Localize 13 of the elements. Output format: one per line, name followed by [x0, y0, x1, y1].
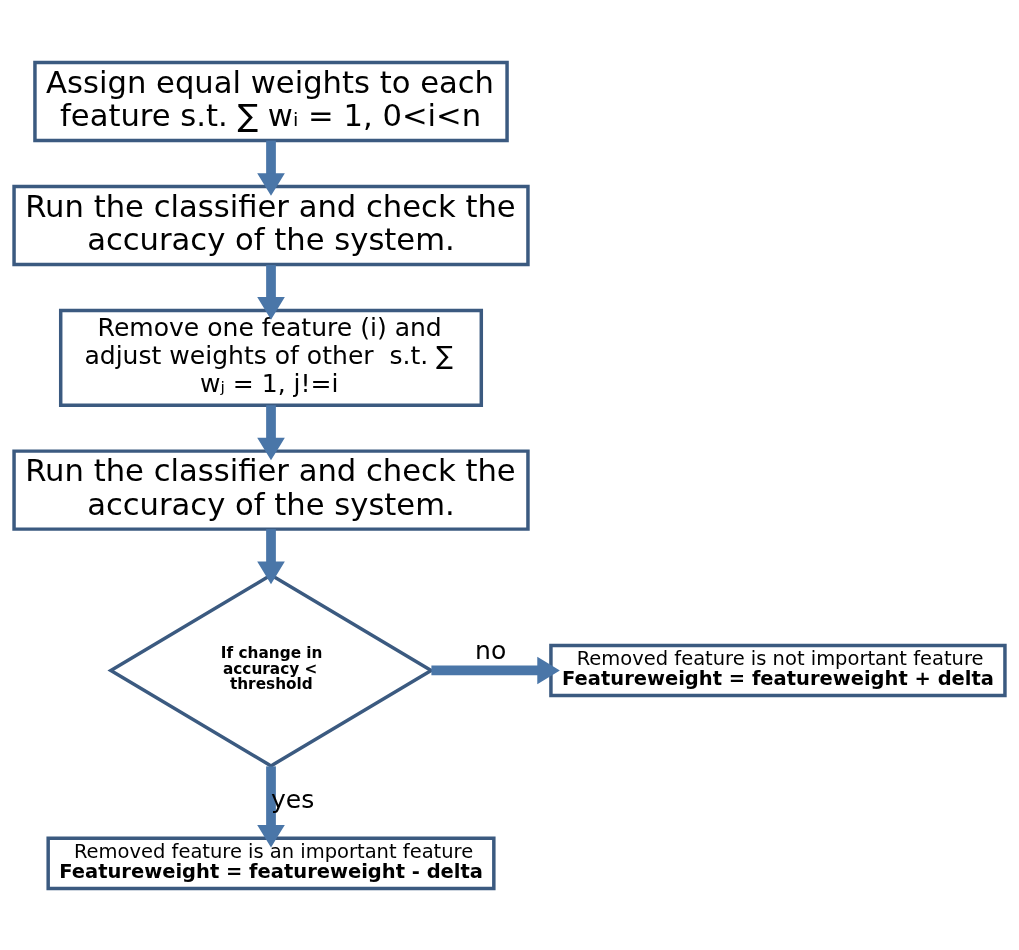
node-box: Removed feature is not important feature Featureweight = featureweight + delta — [549, 643, 1007, 697]
arrow — [257, 528, 285, 584]
node-box: Remove one feature (i) and adjust weights of other s.t. ∑ wⱼ = 1, j!=i — [58, 308, 484, 407]
arrow — [431, 656, 560, 684]
node-box: Assign equal weights to each feature s.t. ∑ wᵢ = 1, 0<i<n — [33, 60, 509, 142]
node-box: Run the classifier and check the accuracy of the system. — [12, 448, 530, 531]
edge-label: no — [475, 635, 507, 664]
arrow — [257, 404, 285, 460]
node-box: Run the classifier and check the accuracy of the system. — [12, 184, 530, 266]
arrow — [257, 765, 285, 847]
node-box: Removed feature is an important feature Featureweight = featureweight - delta — [46, 836, 496, 890]
arrow — [257, 264, 285, 320]
arrow — [257, 140, 285, 196]
